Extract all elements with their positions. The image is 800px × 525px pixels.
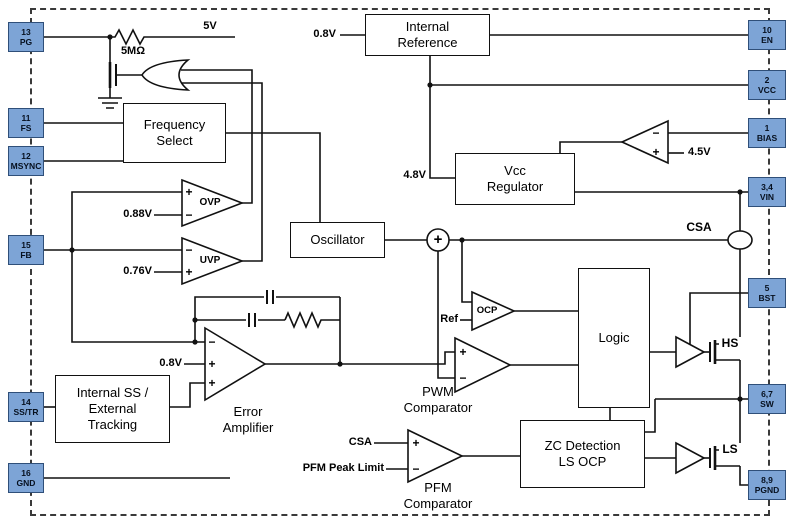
- label-ea-0v8: 0.8V: [159, 357, 182, 369]
- ocp-comparator: [471, 290, 516, 332]
- ea-plus-sign: +: [208, 357, 216, 371]
- label-vref-0v8: 0.8V: [313, 28, 336, 40]
- bias-minus-sign: −: [652, 126, 660, 140]
- block-zc-detection: ZC Detection LS OCP: [520, 420, 645, 488]
- uvp-minus-sign: −: [185, 243, 193, 257]
- pfm-minus-sign: −: [412, 462, 420, 476]
- caption-pfm-comparator: PFM Comparator: [403, 480, 473, 511]
- ovp-minus-sign: −: [185, 208, 193, 222]
- pwm-plus-sign: +: [459, 345, 467, 359]
- resistor-icon: [284, 310, 340, 330]
- pwm-comparator: [454, 336, 512, 394]
- label-4v8: 4.8V: [403, 169, 426, 181]
- uvp-comparator: [181, 236, 245, 286]
- block-frequency-select: Frequency Select: [123, 103, 226, 163]
- csa-ellipse: [727, 230, 753, 250]
- pwm-minus-sign: −: [459, 371, 467, 385]
- block-internal-ss: Internal SS / External Tracking: [55, 375, 170, 443]
- label-ovp-0v88: 0.88V: [123, 208, 152, 220]
- capacitor-icon: [248, 290, 274, 327]
- compensation-network: [194, 290, 341, 364]
- ovp-plus-sign: +: [185, 185, 193, 199]
- comparator-triangles: [181, 119, 706, 484]
- ea-minus-sign: −: [208, 335, 216, 349]
- block-logic: Logic: [578, 268, 650, 408]
- label-uvp-0v76: 0.76V: [123, 265, 152, 277]
- pfm-plus-sign: +: [412, 436, 420, 450]
- error-amplifier: [204, 326, 267, 402]
- label-csa: CSA: [686, 220, 712, 234]
- block-internal-reference: Internal Reference: [365, 14, 490, 56]
- wires: [44, 28, 748, 486]
- block-vcc-regulator: Vcc Regulator: [455, 153, 575, 205]
- bias-plus-sign: +: [652, 145, 660, 159]
- summing-plus-sign: +: [433, 231, 443, 248]
- pullup-resistor-icon: [110, 28, 235, 46]
- label-uvp: UVP: [199, 255, 221, 266]
- label-ocp-ref: Ref: [440, 313, 458, 325]
- uvp-plus-sign: +: [185, 265, 193, 279]
- label-ovp: OVP: [199, 197, 221, 208]
- or-gate-icon: [141, 59, 191, 91]
- caption-pwm-comparator: PWM Comparator: [403, 384, 473, 415]
- label-hs: HS: [719, 336, 741, 351]
- label-4v5: 4.5V: [688, 146, 711, 158]
- bias-comparator: [620, 119, 669, 165]
- summing-junction: [426, 228, 450, 252]
- label-5v: 5V: [203, 20, 217, 32]
- label-ls: LS: [719, 442, 741, 457]
- hs-driver: [675, 335, 706, 369]
- label-5mohm: 5MΩ: [120, 45, 146, 57]
- pfm-comparator: [407, 428, 464, 484]
- block-oscillator: Oscillator: [290, 222, 385, 258]
- ea-plus2-sign: +: [208, 376, 216, 390]
- ground-icon: [98, 97, 122, 109]
- pg-mosfet-icon: [108, 37, 142, 98]
- ls-driver: [675, 441, 706, 475]
- ovp-comparator: [181, 178, 245, 228]
- label-ocp: OCP: [476, 305, 498, 316]
- caption-error-amplifier: Error Amplifier: [222, 404, 274, 435]
- label-pfm-peak: PFM Peak Limit: [302, 462, 384, 474]
- label-pfm-csa: CSA: [348, 436, 372, 448]
